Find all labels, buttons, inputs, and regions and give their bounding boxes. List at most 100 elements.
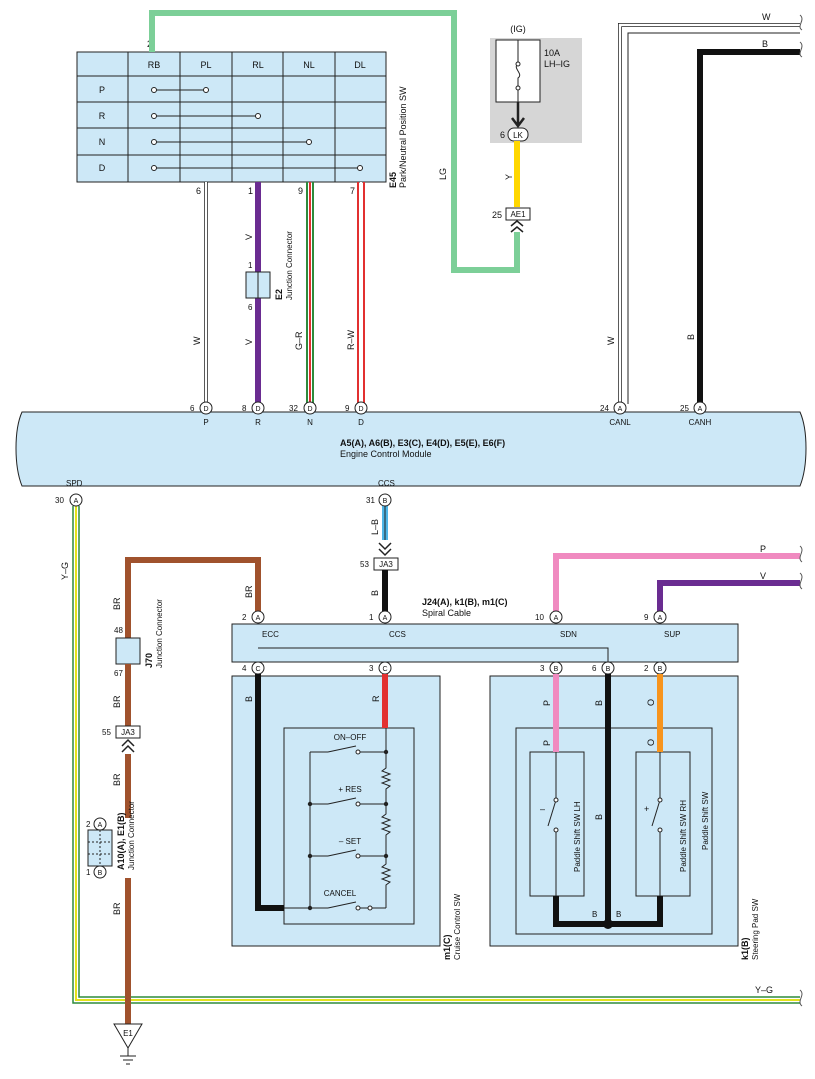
canl-wire-outline (618, 23, 800, 404)
sp-bot4-conn: B (606, 666, 611, 673)
canl-wire-2 (627, 32, 800, 404)
fuse-circuit: (IG) (510, 24, 526, 34)
ccs-ecm-pin: 31 (366, 496, 375, 505)
gr-label: G–R (294, 331, 304, 350)
col-pl: PL (200, 60, 211, 70)
sp-bot1-conn: C (255, 666, 260, 673)
cruise-code: m1(C) (442, 934, 452, 960)
w-label: W (192, 336, 202, 345)
pin-6: 6 (196, 186, 201, 196)
sp-bot3-conn: B (554, 666, 559, 673)
fuse-pin: 6 (500, 130, 505, 140)
cruise-control-switch: B R ON–OFF + RES – SET CANCEL m1(C) Crui… (231, 674, 462, 960)
fuse-rating: 10A (544, 48, 560, 58)
rw-label: R–W (346, 329, 356, 350)
fuse-name: LH–IG (544, 59, 570, 69)
col-nl: NL (303, 60, 315, 70)
ccs-b-label: B (370, 590, 380, 596)
a10-name: Junction Connector (127, 801, 136, 870)
switch-code: E45 (388, 172, 398, 188)
switch-name: Park/Neutral Position SW (398, 86, 408, 188)
ecm-t6-conn: A (698, 406, 703, 413)
sp-top1-conn: A (256, 615, 261, 622)
paddle-rh: Paddle Shift SW RH (679, 800, 688, 872)
ae1-pin: 25 (492, 210, 502, 220)
steering-code: k1(B) (740, 937, 750, 960)
spd-label: SPD (66, 479, 83, 488)
canh-wire-label: B (686, 334, 696, 340)
fuse-connector-lk: LK (513, 131, 523, 140)
ccs-ecm-conn: B (383, 498, 388, 505)
row-p: P (99, 85, 105, 95)
ground-label: E1 (123, 1029, 133, 1038)
p-wire-label-1: P (542, 700, 552, 706)
sp-bot3-pin: 3 (540, 664, 545, 673)
sp-top2-conn: A (383, 615, 388, 622)
spiral-cable: J24(A), k1(B), m1(C) Spiral Cable ECC CC… (231, 597, 739, 663)
ecm-t1-label: P (203, 418, 208, 427)
sp-bot5-pin: 2 (644, 664, 649, 673)
j70-pin-bottom: 67 (114, 669, 123, 678)
j70-name: Junction Connector (155, 599, 164, 668)
spd-pin: 30 (55, 496, 64, 505)
ecm-t5-conn: A (618, 406, 623, 413)
ground-symbol: E1 (113, 1023, 143, 1065)
e2-name: Junction Connector (285, 231, 294, 300)
p-wire-label-2: P (542, 740, 552, 746)
spiral-codes: J24(A), k1(B), m1(C) (422, 597, 508, 607)
canl-wire-label: W (606, 336, 616, 345)
ecm-t3-pin: 32 (289, 404, 298, 413)
e2-code: E2 (274, 289, 284, 300)
col-rb: RB (148, 60, 161, 70)
lg-wire (149, 10, 520, 273)
b-top-label: B (762, 39, 768, 49)
a10-bottom-pin: 1 (86, 868, 91, 877)
ae1-connector: AE1 (510, 210, 526, 219)
ecm-name: Engine Control Module (340, 449, 432, 459)
ja3-ground: JA3 (121, 728, 135, 737)
br-label-3: BR (112, 773, 122, 786)
cruise-name: Cruise Control SW (453, 893, 462, 960)
a10-top-conn: A (98, 822, 103, 829)
ccs-ecm-label: CCS (378, 479, 395, 488)
sp-bot1-pin: 4 (242, 664, 247, 673)
ecm-t2-pin: 8 (242, 404, 247, 413)
p-wire-top (553, 553, 800, 612)
a10-code: A10(A), E1(B) (116, 812, 126, 870)
pin-7: 7 (350, 186, 355, 196)
b-wire-label-2: B (594, 814, 604, 820)
o-wire-label-2: O (646, 739, 656, 746)
ecm-t5-pin: 24 (600, 404, 609, 413)
v-wire-top-right (657, 580, 800, 612)
br-label-4: BR (112, 902, 122, 915)
paddle-box: Paddle Shift SW (701, 791, 710, 850)
br-wire-top (125, 557, 261, 638)
col-dl: DL (354, 60, 366, 70)
sw-set: – SET (339, 837, 361, 846)
br-label-top: BR (244, 585, 254, 598)
pin-1: 1 (248, 186, 253, 196)
plus-sign: + (644, 804, 649, 814)
row-r: R (99, 111, 106, 121)
ecm-t2-conn: D (255, 406, 260, 413)
park-neutral-switch: RB PL RL NL DL P R N D 2 E45 Park/Neutra… (76, 39, 408, 188)
canl-wire (618, 23, 800, 404)
cruise-b-label: B (244, 696, 254, 702)
b-wire-label-1: B (594, 700, 604, 706)
ecm-t2-label: R (255, 418, 261, 427)
ecm-codes: A5(A), A6(B), E3(C), E4(D), E5(E), E6(F) (340, 438, 505, 448)
bb-label-2: B (616, 910, 621, 919)
p-right-label: P (760, 544, 766, 554)
ecm-t6-pin: 25 (680, 404, 689, 413)
sp-top1-pin: 2 (242, 613, 247, 622)
sw-cancel: CANCEL (324, 889, 357, 898)
spiral-sdn: SDN (560, 630, 577, 639)
bb-label-1: B (592, 910, 597, 919)
lg-label: LG (438, 168, 448, 180)
ecm-t6-label: CANH (689, 418, 712, 427)
spiral-ccs: CCS (389, 630, 406, 639)
ecm-t1-pin: 6 (190, 404, 195, 413)
e2-pin-bottom: 6 (248, 303, 253, 312)
steering-name: Steering Pad SW (751, 898, 760, 960)
